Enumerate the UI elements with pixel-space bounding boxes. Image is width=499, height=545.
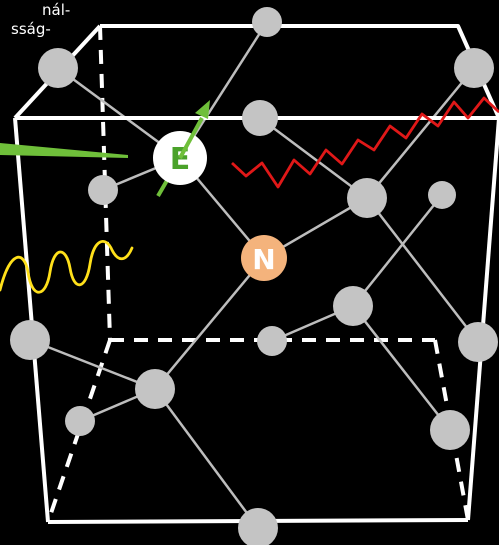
front-right-lower-edge [433, 339, 470, 521]
clipped-text-fragment: sság- [11, 20, 51, 38]
carbon-atom [333, 286, 373, 326]
green-laser-beam [0, 143, 128, 158]
spin-arrow-shaft [178, 117, 204, 159]
spin-arrow-head [195, 100, 210, 119]
carbon-atom [458, 322, 498, 362]
nitrogen-label: N [252, 243, 275, 276]
bond [366, 67, 475, 199]
bond [352, 305, 451, 431]
carbon-atom [454, 48, 494, 88]
lattice-atoms [10, 7, 498, 545]
electron-marker: E [153, 100, 210, 198]
carbon-atom [430, 410, 470, 450]
carbon-atom [428, 181, 456, 209]
carbon-atom [257, 326, 287, 356]
nitrogen-circle [241, 235, 287, 281]
clipped-text-fragment: nál- [42, 1, 71, 19]
carbon-atom [88, 175, 118, 205]
carbon-atom [10, 320, 50, 360]
bond [29, 338, 156, 391]
bond [366, 197, 479, 343]
carbon-atom [238, 508, 278, 545]
carbon-atom [347, 178, 387, 218]
bond [154, 257, 265, 390]
carbon-atom [135, 369, 175, 409]
yellow-wave [0, 240, 134, 294]
front-left-edge [13, 117, 50, 523]
front-right-edge [466, 117, 499, 521]
bond [259, 116, 368, 200]
carbon-atom [252, 7, 282, 37]
bond [153, 388, 260, 529]
carbon-atom [242, 100, 278, 136]
bond [352, 194, 443, 307]
carbon-atom [38, 48, 78, 88]
back-top-edge [100, 24, 499, 119]
nitrogen-marker: N [241, 235, 287, 281]
red-zigzag-wave [231, 96, 499, 189]
carbon-atom [65, 406, 95, 436]
